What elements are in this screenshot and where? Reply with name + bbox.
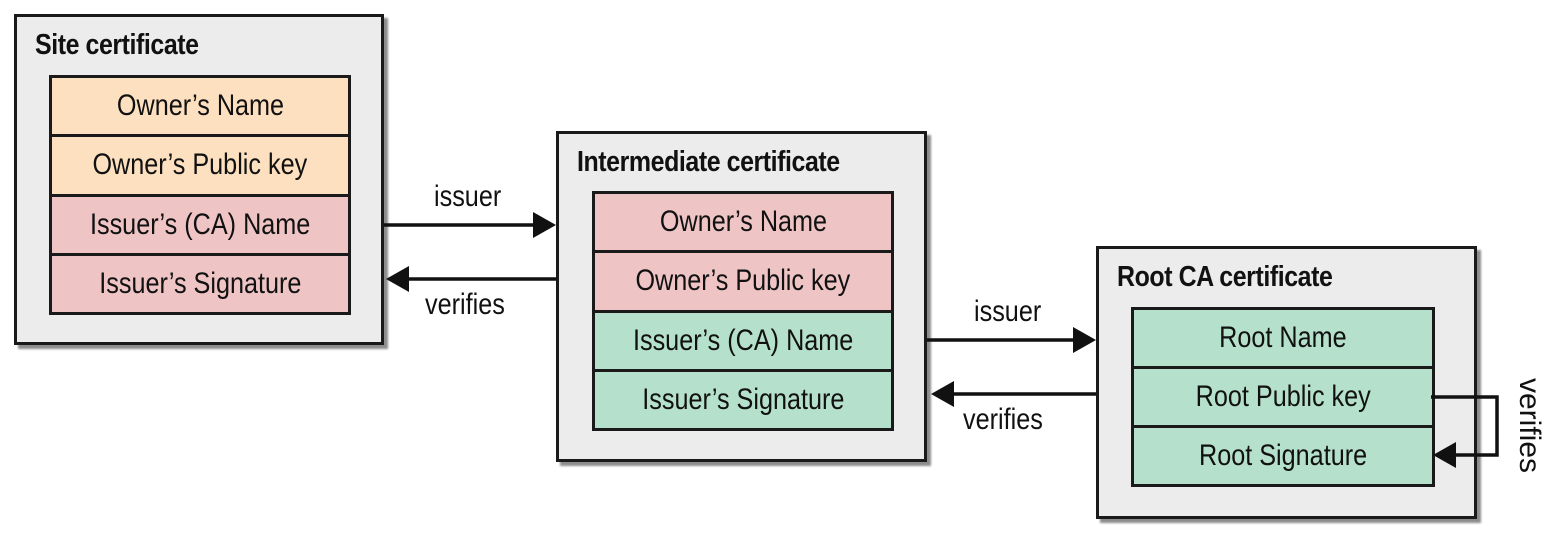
issuer-label-site: issuer	[434, 180, 502, 213]
site-certificate-title: Site certificate	[35, 29, 199, 61]
intermediate-owner-name-field: Owner’s Name	[595, 194, 891, 251]
root-ca-certificate-title: Root CA certificate	[1117, 261, 1333, 293]
issuer-arrow-site-to-intermediate	[384, 212, 556, 238]
root-signature-field: Root Signature	[1134, 425, 1432, 484]
verifies-label-site: verifies	[425, 288, 505, 321]
intermediate-issuer-name-field: Issuer’s (CA) Name	[595, 309, 891, 369]
root-name-field: Root Name	[1134, 310, 1432, 366]
intermediate-issuer-signature-field: Issuer’s Signature	[595, 368, 891, 428]
site-issuer-name-field: Issuer’s (CA) Name	[52, 193, 348, 253]
verifies-loop-root-self	[1431, 395, 1499, 468]
issuer-arrow-intermediate-to-root	[927, 327, 1096, 353]
issuer-label-intermediate: issuer	[974, 295, 1042, 328]
site-certificate: Site certificate Owner’s Name Owner’s Pu…	[14, 14, 384, 345]
root-ca-certificate: Root CA certificate Root Name Root Publi…	[1096, 246, 1477, 519]
site-certificate-fields: Owner’s Name Owner’s Public key Issuer’s…	[49, 75, 351, 315]
intermediate-owner-public-key-field: Owner’s Public key	[595, 250, 891, 310]
verifies-label-root-self: verifies	[1513, 378, 1546, 474]
site-owner-name-field: Owner’s Name	[52, 78, 348, 135]
verifies-arrow-intermediate-to-site	[386, 266, 556, 292]
verifies-arrow-root-to-intermediate	[931, 381, 1096, 407]
verifies-label-intermediate: verifies	[963, 403, 1043, 436]
site-issuer-signature-field: Issuer’s Signature	[52, 252, 348, 312]
site-owner-public-key-field: Owner’s Public key	[52, 134, 348, 194]
root-ca-certificate-fields: Root Name Root Public key Root Signature	[1131, 307, 1435, 487]
intermediate-certificate-fields: Owner’s Name Owner’s Public key Issuer’s…	[592, 191, 894, 431]
root-public-key-field: Root Public key	[1134, 366, 1432, 425]
intermediate-certificate: Intermediate certificate Owner’s Name Ow…	[556, 131, 927, 462]
intermediate-certificate-title: Intermediate certificate	[577, 146, 840, 178]
